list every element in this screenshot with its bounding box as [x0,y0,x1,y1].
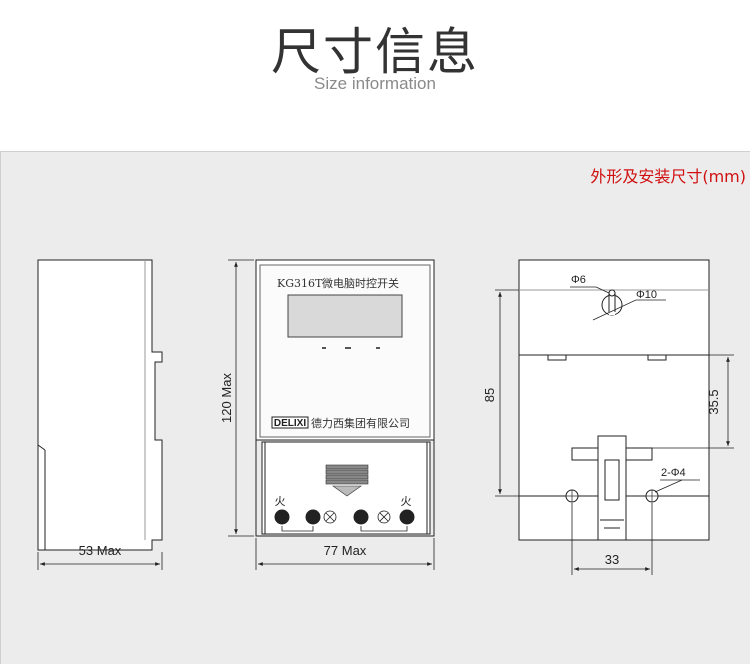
hole-spacing-label: 33 [605,552,619,567]
hole-spacing-dimension [571,503,653,575]
back-view [518,259,710,541]
keyhole-leaders [570,286,666,321]
side-view [37,259,163,551]
front-width-label: 77 Max [324,543,367,558]
front-width-dimension [255,538,435,570]
upper-height-dimension [652,354,734,449]
panel-caption: 外形及安装尺寸(mm) [590,167,746,186]
mount-holes-label: 2-Φ4 [661,467,686,479]
mount-height-label: 85 [482,388,497,402]
page-subtitle: Size information [314,74,436,93]
front-height-label: 120 Max [219,373,234,423]
side-width-label: 53 Max [79,543,122,558]
brand-name: DELIXI [274,418,306,429]
page-title: 尺寸信息 [271,23,479,81]
company-name: 德力西集团有限公司 [311,416,410,430]
front-height-dimension [228,259,254,537]
upper-height-label: 35.5 [706,389,721,414]
keyhole-small-label: Φ6 [571,274,586,286]
brand-logo: DELIXI [271,416,309,429]
terminal-label-left: 火 [275,496,286,508]
mount-hole-leader [654,479,700,493]
keyhole-large-label: Φ10 [636,289,657,301]
device-name: 微电脑时控开关 [322,276,399,290]
side-width-dimension [37,552,163,570]
mount-height-dimension [495,289,566,497]
front-view [255,259,435,537]
terminal-label-right: 火 [401,496,412,508]
device-model: KG316T [277,277,323,290]
